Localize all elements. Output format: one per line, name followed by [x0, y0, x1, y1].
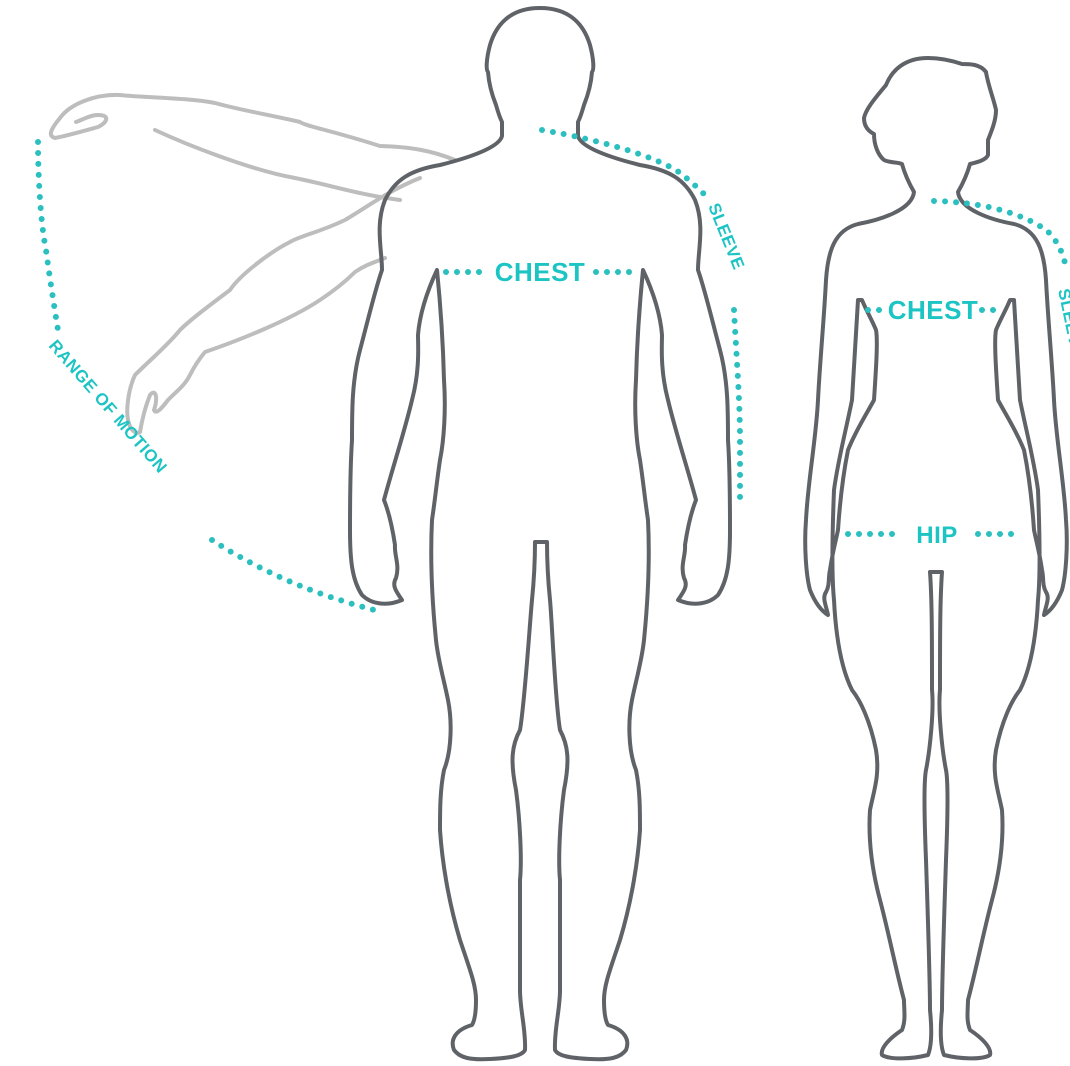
woman-hip-label: HIP [916, 522, 958, 549]
woman-chest-label: CHEST [888, 295, 979, 325]
ghost-arm-diagonal [127, 178, 420, 433]
measurement-labels: CHEST SLEEVE RANGE OF MOTION CHEST HIP S… [45, 200, 1070, 549]
man-sleeve-line-lower [734, 310, 740, 506]
woman-figure [805, 58, 1067, 1058]
woman-sleeve-label: SLEEVE [1054, 287, 1070, 360]
man-sleeve-line [542, 130, 706, 196]
man-chest-label: CHEST [495, 257, 586, 287]
man-sleeve-label: SLEEVE [704, 200, 748, 272]
man-figure [350, 8, 730, 1059]
ghost-arms [51, 95, 455, 433]
woman-sleeve-line [934, 201, 1066, 268]
range-of-motion-line [38, 142, 58, 330]
